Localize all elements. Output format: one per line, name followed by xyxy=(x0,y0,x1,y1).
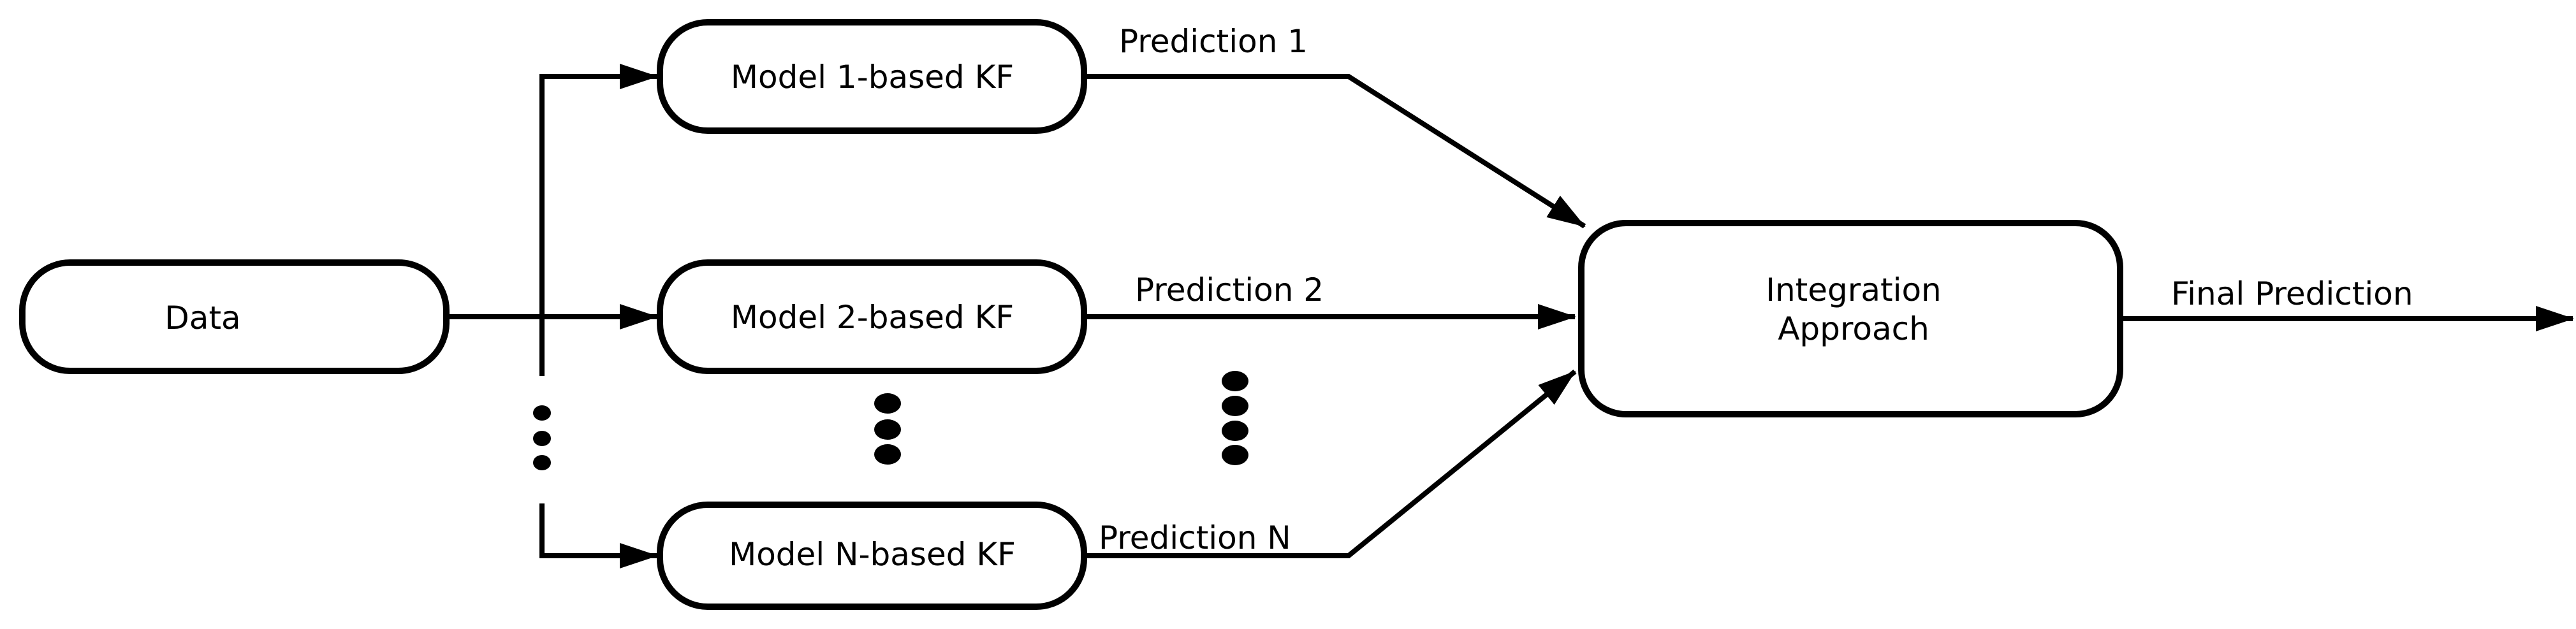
prediction-n-arrow xyxy=(1084,369,1577,558)
connectors xyxy=(450,64,2574,568)
ellipsis-dots-predictions xyxy=(1222,371,1248,465)
model-1-node: Model 1-based KF xyxy=(657,19,1087,134)
bus-dot xyxy=(533,405,551,421)
prediction-dot xyxy=(1222,396,1248,416)
integration-node-label-line2: Approach xyxy=(1778,310,1929,347)
prediction-n-label: Prediction N xyxy=(1099,519,1291,556)
prediction-dot xyxy=(1222,445,1248,465)
model-n-node-label: Model N-based KF xyxy=(729,536,1016,573)
prediction-1-arrow xyxy=(1084,74,1586,229)
integration-node: Integration Approach xyxy=(1578,220,2123,417)
model-dot xyxy=(874,419,901,440)
prediction-1-label: Prediction 1 xyxy=(1119,23,1308,60)
prediction-dot xyxy=(1222,371,1248,391)
ellipsis-dots-bus xyxy=(533,405,551,470)
ellipsis-dots-models xyxy=(874,393,901,465)
final-prediction-label: Final Prediction xyxy=(2171,275,2413,312)
model-n-node: Model N-based KF xyxy=(657,502,1087,610)
model-dot xyxy=(874,393,901,414)
model-dot xyxy=(874,444,901,465)
data-node-label: Data xyxy=(165,300,240,336)
model-1-node-label: Model 1-based KF xyxy=(731,59,1014,96)
model-2-node-label: Model 2-based KF xyxy=(731,299,1014,336)
prediction-2-label: Prediction 2 xyxy=(1135,271,1324,308)
prediction-dot xyxy=(1222,421,1248,441)
data-node: Data xyxy=(19,259,450,374)
integration-node-label-line1: Integration xyxy=(1766,271,1942,308)
bus-dot xyxy=(533,431,551,446)
model-2-node: Model 2-based KF xyxy=(657,259,1087,374)
bus-dot xyxy=(533,455,551,470)
